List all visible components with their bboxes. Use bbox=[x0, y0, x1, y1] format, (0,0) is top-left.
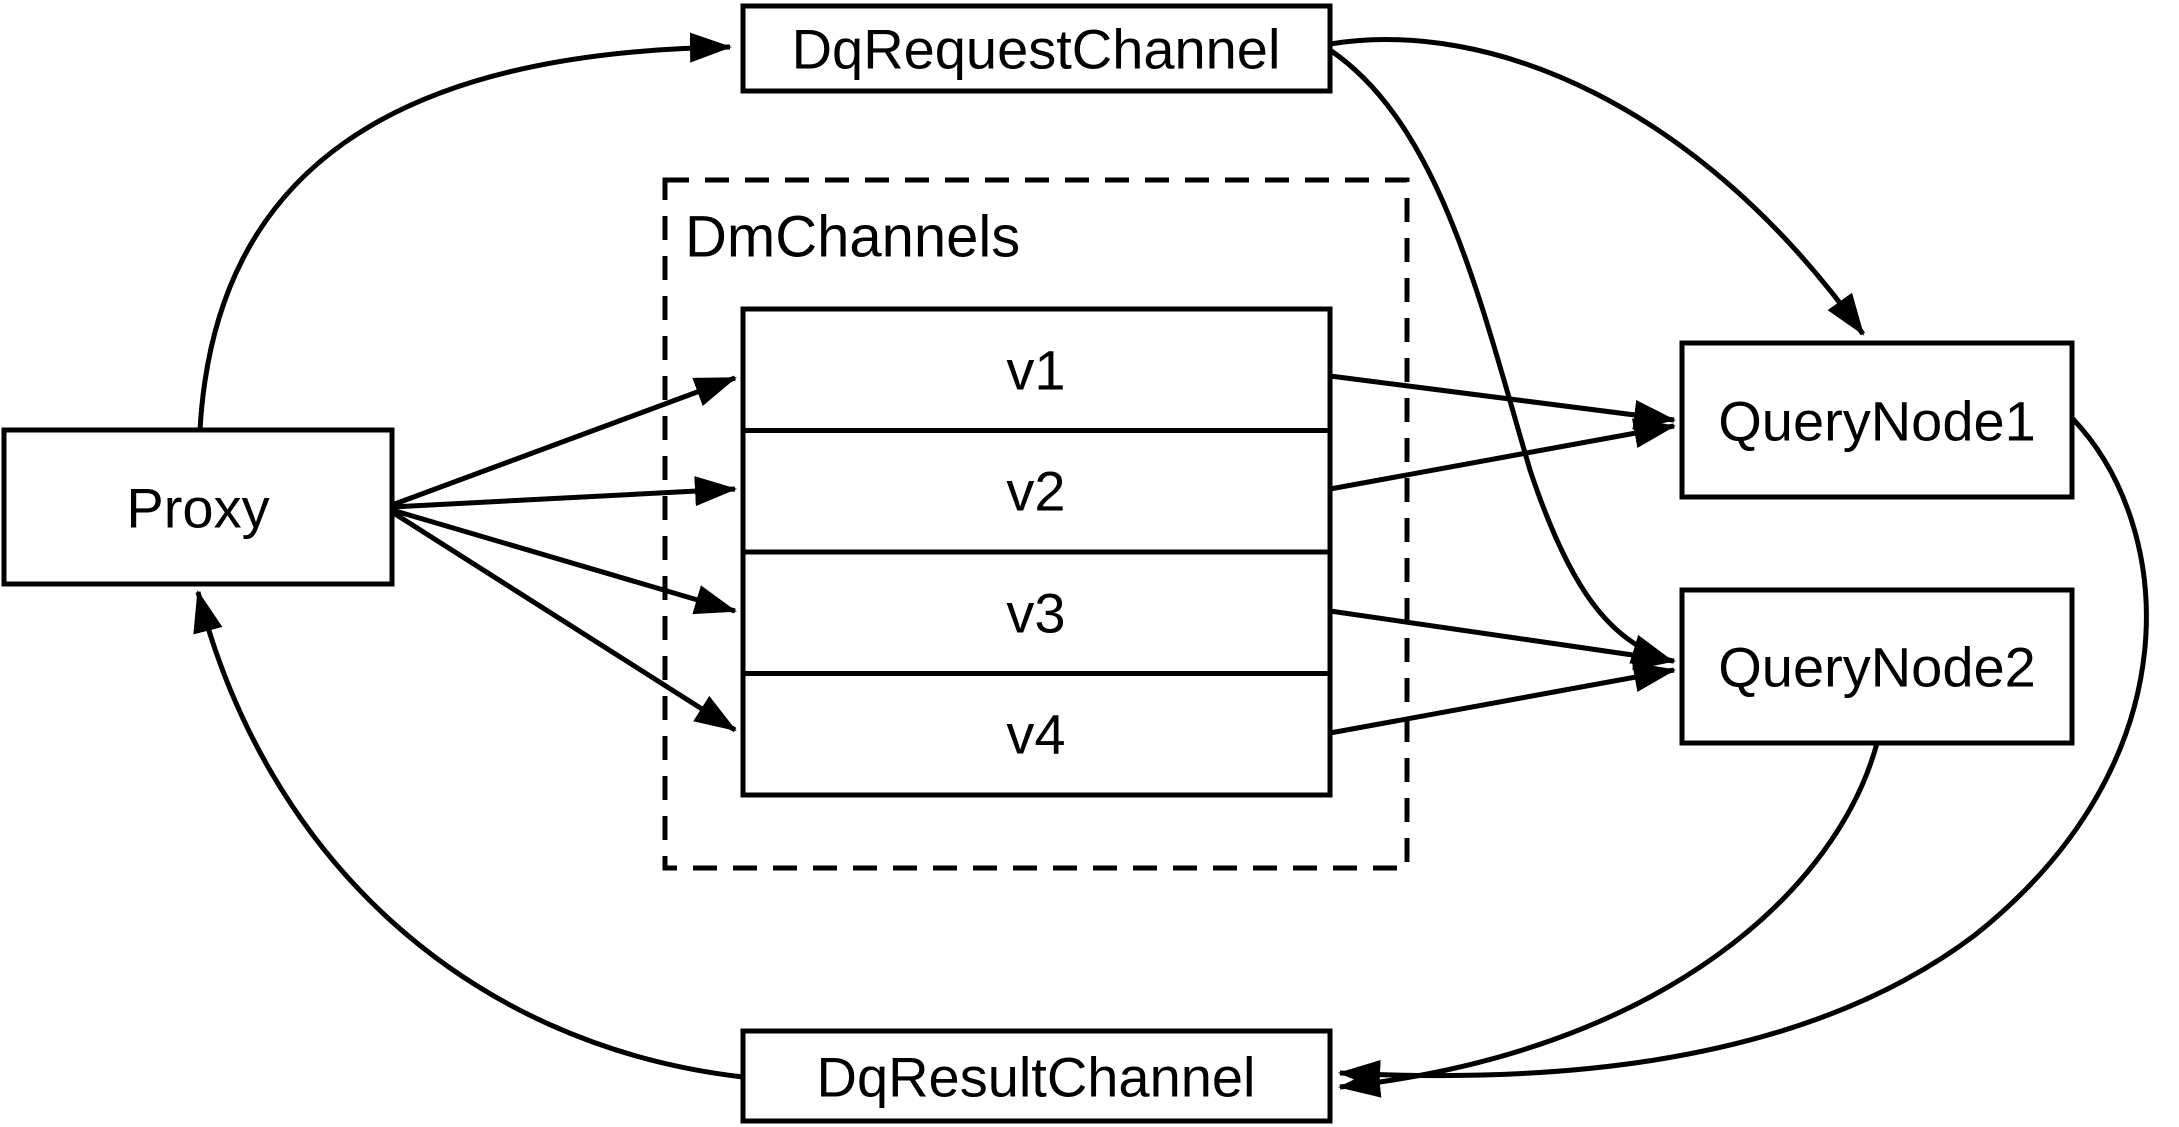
node-dqrequestchannel: DqRequestChannel bbox=[740, 3, 1333, 94]
edge-v2-to-querynode1 bbox=[1329, 418, 1676, 492]
proxy-box bbox=[1, 427, 395, 587]
dmchannels-label: DmChannels bbox=[685, 205, 1020, 270]
channel-row-v4 bbox=[740, 671, 1333, 798]
edge-proxy-to-v1 bbox=[391, 375, 737, 508]
dqresultchannel-label: DqResultChannel bbox=[817, 1046, 1256, 1109]
dmchannels-dashed-border bbox=[662, 177, 1410, 871]
node-dqresultchannel: DqResultChannel bbox=[740, 1028, 1333, 1124]
edge-proxy-to-v3 bbox=[391, 507, 737, 615]
proxy-label: Proxy bbox=[126, 477, 269, 540]
edge-layer bbox=[193, 32, 2149, 1098]
edge-proxy-to-v4 bbox=[390, 509, 737, 733]
dqrequestchannel-box bbox=[740, 3, 1333, 94]
edge-dqrequestchannel-to-querynode1 bbox=[1329, 37, 1866, 336]
node-proxy: Proxy bbox=[1, 427, 395, 587]
channel-row-v3-label: v3 bbox=[1006, 582, 1065, 645]
edge-querynode1-to-dqresultchannel bbox=[1338, 416, 2149, 1090]
edge-dqresultchannel-to-proxy bbox=[193, 590, 744, 1080]
querynode2-label: QueryNode2 bbox=[1718, 636, 2036, 699]
edge-v3-to-querynode2 bbox=[1329, 608, 1676, 671]
channel-row-v3 bbox=[740, 549, 1333, 676]
dqrequestchannel-label: DqRequestChannel bbox=[792, 18, 1281, 81]
edge-proxy-to-dqrequestchannel bbox=[197, 32, 732, 431]
channel-row-v2 bbox=[740, 428, 1333, 555]
edge-proxy-to-v2 bbox=[391, 476, 737, 510]
node-querynode1: QueryNode1 bbox=[1679, 340, 2075, 500]
group-dmchannels: DmChannels v1 v2 v3 v4 bbox=[662, 177, 1410, 871]
edge-querynode2-to-dqresultchannel bbox=[1338, 742, 1880, 1098]
channel-row-v1 bbox=[740, 306, 1333, 433]
dmchannels-table: v1 v2 v3 v4 bbox=[740, 306, 1333, 798]
channel-row-v4-label: v4 bbox=[1006, 703, 1065, 766]
node-querynode2: QueryNode2 bbox=[1679, 587, 2075, 746]
querynode2-box bbox=[1679, 587, 2075, 746]
querynode1-label: QueryNode1 bbox=[1718, 390, 2036, 453]
edge-v1-to-querynode1 bbox=[1329, 373, 1676, 430]
channel-row-v1-label: v1 bbox=[1006, 339, 1065, 402]
edge-dqrequestchannel-to-querynode2 bbox=[1328, 47, 1674, 664]
edge-v4-to-querynode2 bbox=[1329, 662, 1676, 736]
dqresultchannel-box bbox=[740, 1028, 1333, 1124]
querynode1-box bbox=[1679, 340, 2075, 500]
channel-row-v2-label: v2 bbox=[1006, 460, 1065, 523]
